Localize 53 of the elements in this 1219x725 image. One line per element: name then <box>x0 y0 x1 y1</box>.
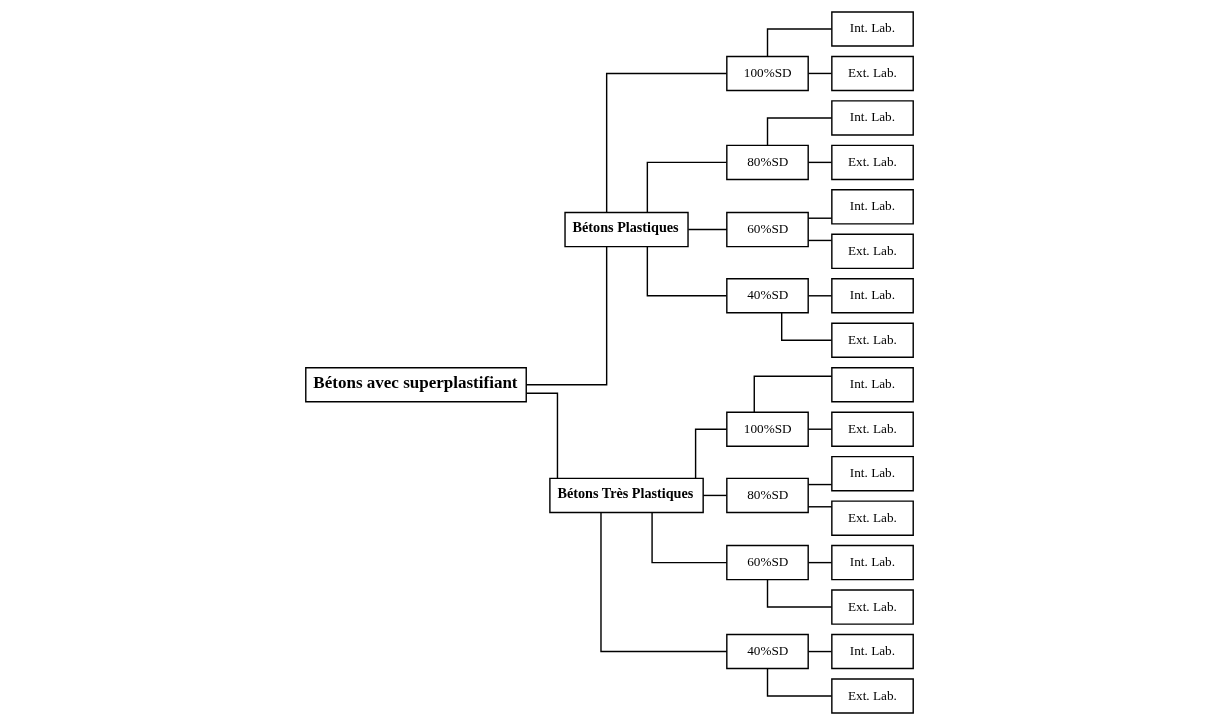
node-box: 80%SD <box>726 144 809 181</box>
node-box: Ext. Lab. <box>831 55 914 92</box>
node-box: Int. Lab. <box>831 544 914 581</box>
connector <box>687 228 728 231</box>
connector <box>651 512 728 564</box>
node-box: Int. Lab. <box>831 100 914 136</box>
connector <box>766 28 833 58</box>
node-box: Ext. Lab. <box>831 411 914 447</box>
node-box: Ext. Lab. <box>831 233 914 270</box>
node-box: Int. Lab. <box>831 455 914 492</box>
connector <box>807 295 833 297</box>
node-box: 40%SD <box>726 278 809 314</box>
node-box: Ext. Lab. <box>831 500 914 536</box>
node-box: 80%SD <box>726 477 809 514</box>
node-box: Int. Lab. <box>831 278 914 314</box>
connector <box>807 239 833 242</box>
connector <box>525 392 559 479</box>
connector <box>646 161 728 213</box>
connector <box>807 506 833 508</box>
node-box: 100%SD <box>726 55 809 92</box>
node-box: Ext. Lab. <box>831 678 914 714</box>
connector <box>766 117 833 147</box>
node-box: Int. Lab. <box>831 189 914 225</box>
node-box: Ext. Lab. <box>831 322 914 358</box>
connector <box>807 483 833 486</box>
connector <box>753 375 833 413</box>
connector <box>781 312 833 341</box>
connector <box>702 494 728 497</box>
node-box: Ext. Lab. <box>831 589 914 625</box>
connector <box>766 578 833 608</box>
node-box: Int. Lab. <box>831 11 914 47</box>
node-box: 100%SD <box>726 411 809 447</box>
connector <box>646 245 728 297</box>
node-box: Int. Lab. <box>831 633 914 670</box>
connector <box>605 72 728 213</box>
connector <box>694 428 728 480</box>
connector <box>807 428 833 430</box>
connector <box>766 667 833 697</box>
node-box: Int. Lab. <box>831 367 914 403</box>
node-box: 40%SD <box>726 633 809 670</box>
node-box: Bétons Très Plastiques <box>549 477 704 514</box>
connector <box>807 561 833 564</box>
node-box: Bétons Plastiques <box>564 211 689 248</box>
node-box: Bétons avec superplastifiant <box>305 367 527 403</box>
connector <box>525 246 608 386</box>
node-box: 60%SD <box>726 544 809 581</box>
connector <box>807 217 833 219</box>
node-box: 60%SD <box>726 211 809 248</box>
connector <box>600 512 728 653</box>
node-box: Ext. Lab. <box>831 144 914 181</box>
connector <box>807 650 833 653</box>
connector <box>807 72 833 75</box>
connector <box>807 161 833 164</box>
